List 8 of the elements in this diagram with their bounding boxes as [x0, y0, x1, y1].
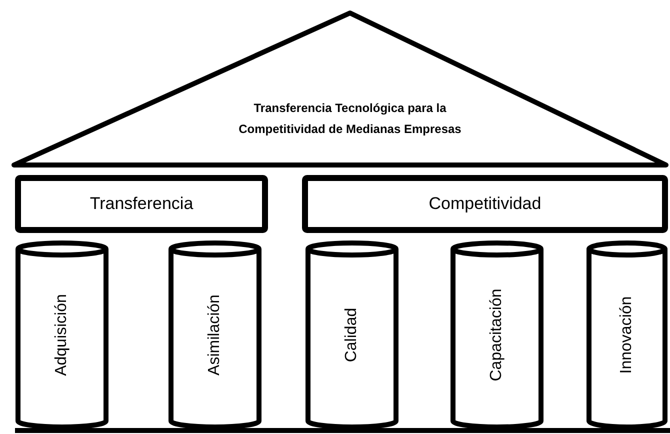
- beam-label: Transferencia: [88, 193, 194, 215]
- pillar-label: Adquisición: [52, 293, 71, 378]
- pillar-label: Innovación: [617, 295, 636, 376]
- pillar-label: Capacitación: [487, 288, 506, 384]
- roof-title: Transferencia Tecnológica para la Competitividad de Medianas Empresas: [238, 100, 462, 138]
- beam-label: Competitividad: [428, 193, 542, 215]
- pillar-label: Calidad: [342, 306, 361, 364]
- pillar-label: Asimilación: [205, 294, 224, 378]
